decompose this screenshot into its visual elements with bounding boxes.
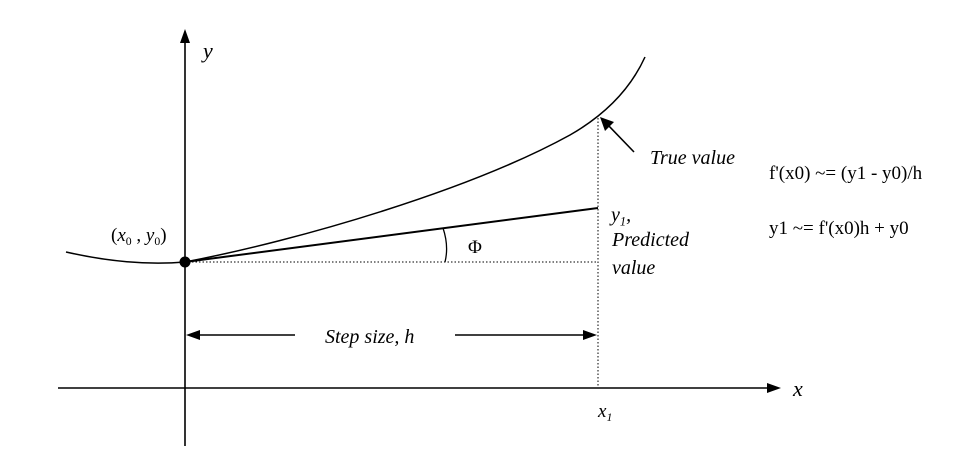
y-axis-label: y [203,38,213,63]
start-point-x-sub: 0 [125,235,132,249]
start-point-open: ( [111,225,118,246]
step-size-left-arrowhead [186,330,200,340]
predicted-label-line2: value [612,257,656,279]
slope-equation: f'(x0) ~= (y1 - y0)/h [769,163,923,184]
predicted-y-sub: 1 [619,214,627,229]
true-value-arrow-shaft [606,123,635,153]
start-point-close: ) [160,225,167,246]
start-point [179,256,191,268]
angle-label: Φ [468,237,482,258]
start-point-comma: , [131,225,146,246]
true-value-arrowhead [600,117,614,131]
start-point-label: (x0 , y0) [111,225,167,249]
angle-arc [442,227,448,263]
step-size-right-arrowhead [583,330,597,340]
true-curve [65,56,646,264]
x1-x: x [598,401,607,422]
x1-sub: 1 [606,411,613,425]
x1-label: x1 [598,401,613,425]
predicted-y: y [611,204,620,226]
predicted-label-line1: Predicted [612,229,690,251]
start-point-y-sub: 0 [154,235,161,249]
start-point-y: y [145,225,155,246]
tangent-line [184,207,599,263]
true-value-label: True value [650,147,735,169]
predicted-comma: , [626,204,632,226]
predicted-y1-label: y1, [611,204,632,229]
y-axis-arrowhead [180,29,190,43]
x-axis-label: x [793,376,803,401]
start-point-x: x [117,225,126,246]
update-equation: y1 ~= f'(x0)h + y0 [769,218,909,239]
step-size-label: Step size, h [325,326,415,348]
x-axis-arrowhead [767,383,781,393]
